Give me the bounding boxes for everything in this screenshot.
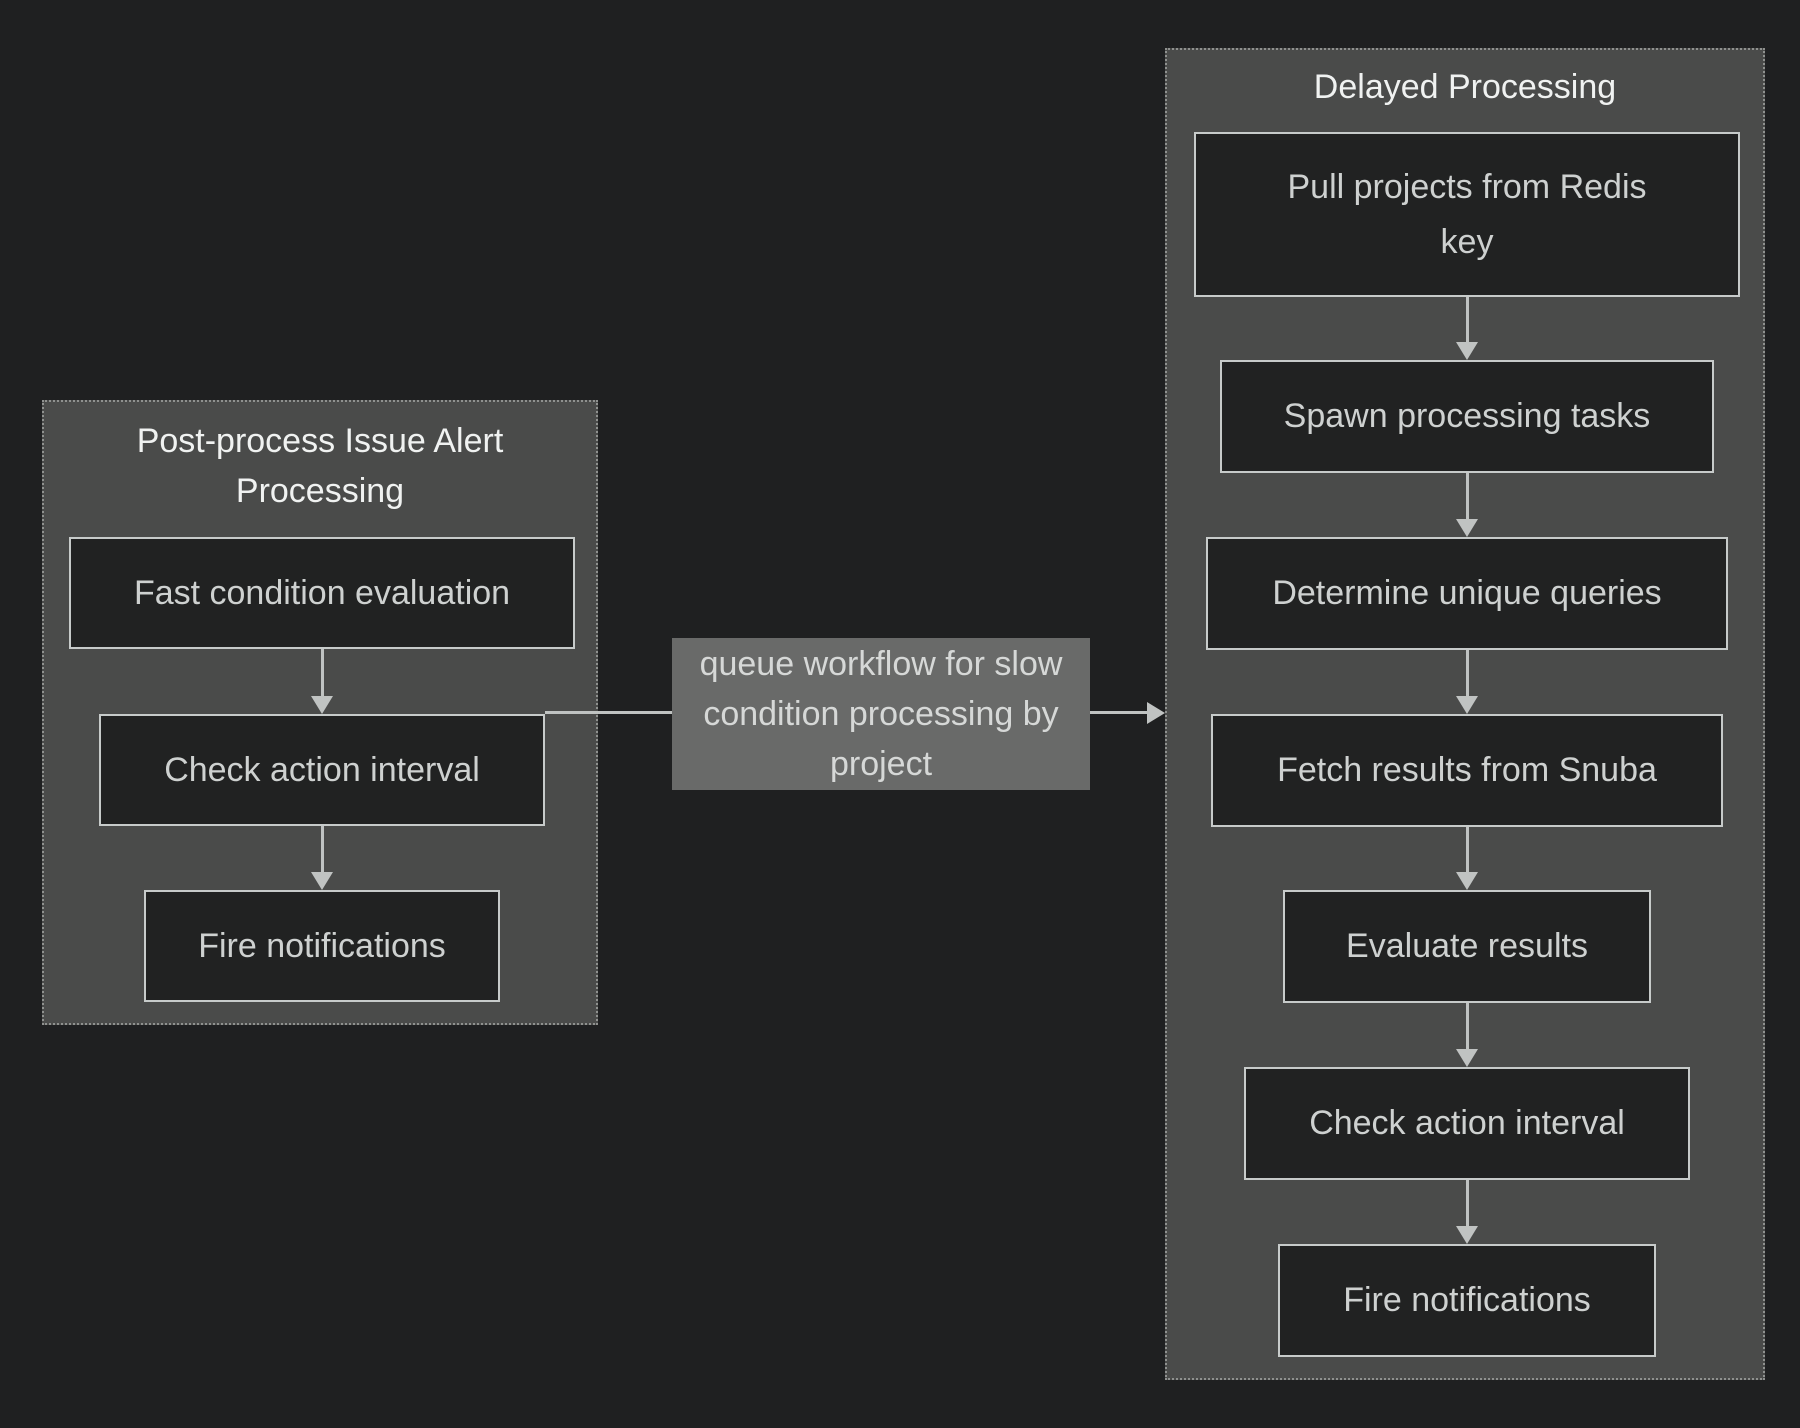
arrow-line xyxy=(1465,827,1469,872)
flow-arrow xyxy=(1455,1003,1479,1067)
node-evaluate-results: Evaluate results xyxy=(1283,890,1651,1003)
arrowhead-down-icon xyxy=(1456,1049,1478,1067)
arrowhead-down-icon xyxy=(1456,872,1478,890)
node-pull-projects-from-redis-key: Pull projects from Redis key xyxy=(1194,132,1740,297)
edge-connector-left-segment xyxy=(545,711,672,714)
node-label: Evaluate results xyxy=(1346,927,1588,965)
node-label: Check action interval xyxy=(164,750,480,789)
arrow-line xyxy=(1465,650,1469,696)
node-fire-notifications-delayed: Fire notifications xyxy=(1278,1244,1656,1357)
node-fire-notifications: Fire notifications xyxy=(144,890,500,1002)
node-label: Determine unique queries xyxy=(1272,574,1662,612)
arrowhead-down-icon xyxy=(1456,1226,1478,1244)
flow-arrow xyxy=(1455,1180,1479,1244)
edge-label-queue-workflow: queue workflow for slow condition proces… xyxy=(672,638,1090,790)
node-check-action-interval: Check action interval xyxy=(99,714,545,826)
cluster-delayed-processing: Delayed Processing Pull projects from Re… xyxy=(1165,48,1765,1380)
node-fetch-results-from-snuba: Fetch results from Snuba xyxy=(1211,714,1723,827)
arrowhead-down-icon xyxy=(311,872,333,890)
arrowhead-down-icon xyxy=(1456,342,1478,360)
arrow-line xyxy=(320,649,324,696)
flow-arrow xyxy=(1455,473,1479,537)
arrow-line xyxy=(1465,1003,1469,1049)
flow-arrow xyxy=(1455,297,1479,360)
node-check-action-interval-delayed: Check action interval xyxy=(1244,1067,1690,1180)
cluster-title-delayed-processing: Delayed Processing xyxy=(1167,62,1763,112)
flow-arrow xyxy=(310,826,334,890)
edge-label-text: queue workflow for slow condition proces… xyxy=(699,645,1063,783)
node-spawn-processing-tasks: Spawn processing tasks xyxy=(1220,360,1714,473)
arrowhead-down-icon xyxy=(1456,696,1478,714)
node-label: Fire notifications xyxy=(198,926,446,965)
arrowhead-down-icon xyxy=(311,696,333,714)
node-label: Fast condition evaluation xyxy=(133,573,511,612)
arrow-line xyxy=(1465,1180,1469,1226)
edge-connector-right-segment xyxy=(1090,711,1147,714)
flow-arrow xyxy=(1455,650,1479,714)
arrow-line xyxy=(320,826,324,872)
arrow-line xyxy=(1465,297,1469,342)
node-label: Fire notifications xyxy=(1343,1281,1591,1319)
node-label: Pull projects from Redis key xyxy=(1287,167,1647,261)
node-label: Spawn processing tasks xyxy=(1283,397,1651,435)
flow-arrow xyxy=(310,649,334,714)
cluster-post-process-issue-alert: Post-process Issue Alert Processing Fast… xyxy=(42,400,598,1025)
node-fast-condition-evaluation: Fast condition evaluation xyxy=(69,537,575,649)
flow-arrow xyxy=(1455,827,1479,890)
node-determine-unique-queries: Determine unique queries xyxy=(1206,537,1728,650)
arrow-line xyxy=(1465,473,1469,519)
cluster-title-text: Post-process Issue Alert Processing xyxy=(136,422,504,510)
cluster-title-post-process: Post-process Issue Alert Processing xyxy=(44,416,596,516)
arrowhead-right-icon xyxy=(1147,702,1165,724)
arrowhead-down-icon xyxy=(1456,519,1478,537)
node-label: Check action interval xyxy=(1309,1104,1625,1142)
cluster-title-text: Delayed Processing xyxy=(1313,68,1617,106)
node-label: Fetch results from Snuba xyxy=(1277,751,1657,789)
